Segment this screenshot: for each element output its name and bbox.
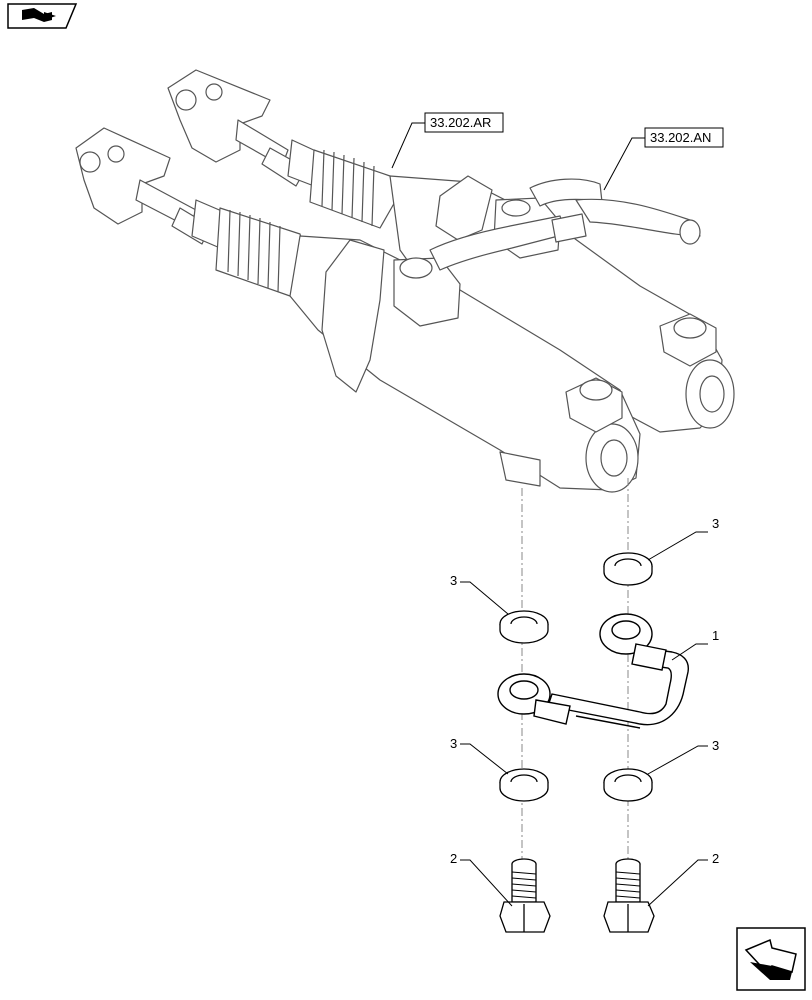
centerlines <box>521 478 629 870</box>
svg-text:2: 2 <box>712 851 719 866</box>
reference-label: 33.202.AN <box>650 130 711 145</box>
washer <box>499 610 549 644</box>
callout-3: 3 <box>450 736 509 775</box>
washer <box>499 768 549 802</box>
callout-3: 3 <box>647 516 719 561</box>
svg-text:3: 3 <box>712 516 719 531</box>
reference-33-202-ar[interactable]: 33.202.AR <box>391 112 504 169</box>
callout-2: 2 <box>450 851 513 907</box>
svg-text:3: 3 <box>450 573 457 588</box>
svg-text:3: 3 <box>450 736 457 751</box>
washer <box>603 768 653 802</box>
reference-33-202-an[interactable]: 33.202.AN <box>603 127 724 191</box>
callout-2: 2 <box>647 851 719 907</box>
callout-3: 3 <box>450 573 509 615</box>
callout-1: 1 <box>671 628 719 661</box>
callout-3: 3 <box>647 738 719 775</box>
washer <box>603 552 653 586</box>
book-arrow-icon[interactable] <box>7 3 78 29</box>
master-cylinder-assembly <box>75 69 735 493</box>
reference-label: 33.202.AR <box>430 115 491 130</box>
banjo-bolt <box>499 858 551 933</box>
banjo-bolt <box>603 858 655 933</box>
svg-text:2: 2 <box>450 851 457 866</box>
svg-text:1: 1 <box>712 628 719 643</box>
svg-text:3: 3 <box>712 738 719 753</box>
banjo-pipe <box>497 613 689 729</box>
navigation-arrow-icon[interactable] <box>736 927 806 991</box>
